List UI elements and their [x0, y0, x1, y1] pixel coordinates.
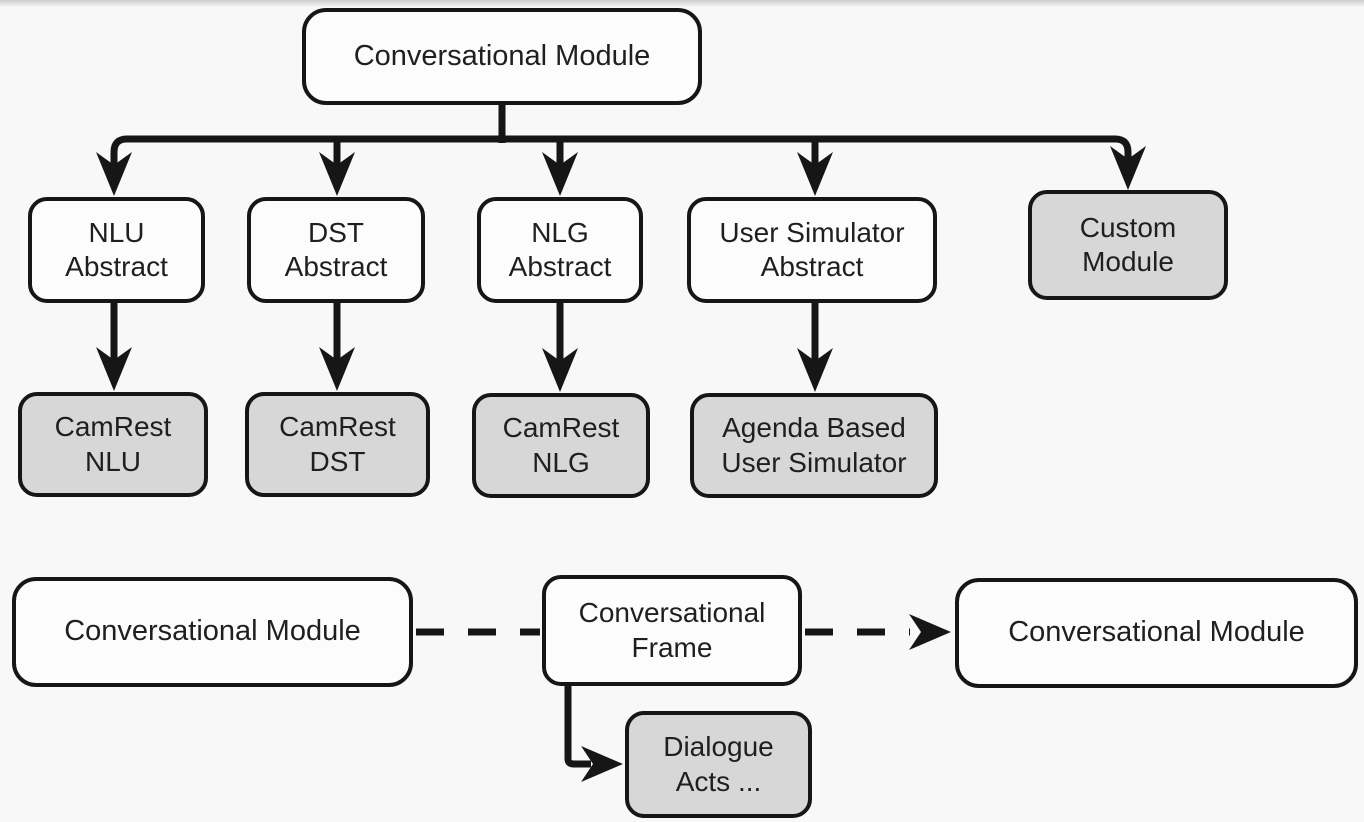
arrow-right-module-icon	[909, 614, 951, 650]
arrow-down-user-sim-icon	[797, 152, 833, 196]
node-conversational-module: Conversational Module	[302, 8, 702, 105]
arrow-down-camrest-nlg-icon	[542, 348, 578, 392]
node-conversational-frame: Conversational Frame	[542, 575, 802, 686]
arrow-right-dialogue-icon	[581, 746, 623, 782]
arrow-down-agenda-icon	[797, 348, 833, 392]
node-label: CamRest NLG	[502, 412, 620, 478]
node-agenda-based-user-simulator: Agenda Based User Simulator	[690, 393, 938, 498]
node-custom-module: Custom Module	[1028, 190, 1228, 300]
node-dialogue-acts: Dialogue Acts ...	[625, 711, 812, 818]
node-camrest-nlu: CamRest NLU	[18, 392, 208, 497]
node-nlu-abstract: NLU Abstract	[28, 197, 205, 303]
arrow-down-custom-icon	[1110, 146, 1146, 190]
bus-line	[110, 135, 1132, 168]
arrow-down-camrest-dst-icon	[319, 347, 355, 391]
node-label: DST Abstract	[284, 216, 388, 282]
node-label: Custom Module	[1079, 211, 1177, 277]
node-nlg-abstract: NLG Abstract	[477, 197, 643, 303]
node-label: NLU Abstract	[65, 216, 168, 282]
node-label: CamRest DST	[279, 411, 396, 477]
arrow-down-dst-icon	[319, 152, 355, 196]
node-dst-abstract: DST Abstract	[247, 197, 425, 303]
node-conversational-module-left: Conversational Module	[12, 577, 413, 687]
node-label: Dialogue Acts ...	[663, 731, 774, 797]
arrow-down-nlu-icon	[96, 152, 132, 196]
node-user-simulator-abstract: User Simulator Abstract	[687, 197, 937, 303]
arrow-down-nlg-icon	[542, 152, 578, 196]
node-conversational-module-right: Conversational Module	[955, 578, 1358, 688]
node-label: Conversational Frame	[578, 597, 766, 663]
node-camrest-nlg: CamRest NLG	[472, 393, 650, 498]
node-label: User Simulator Abstract	[719, 216, 905, 282]
frame-dialogue-elbow-line	[564, 684, 591, 768]
node-label: Conversational Module	[64, 615, 361, 648]
node-label: Agenda Based User Simulator	[721, 412, 907, 478]
node-label: Conversational Module	[353, 39, 651, 72]
node-camrest-dst: CamRest DST	[245, 392, 430, 497]
node-label: CamRest NLU	[54, 411, 172, 477]
node-label: Conversational Module	[1008, 616, 1305, 649]
node-label: NLG Abstract	[508, 216, 612, 282]
arrow-down-camrest-nlu-icon	[96, 347, 132, 391]
